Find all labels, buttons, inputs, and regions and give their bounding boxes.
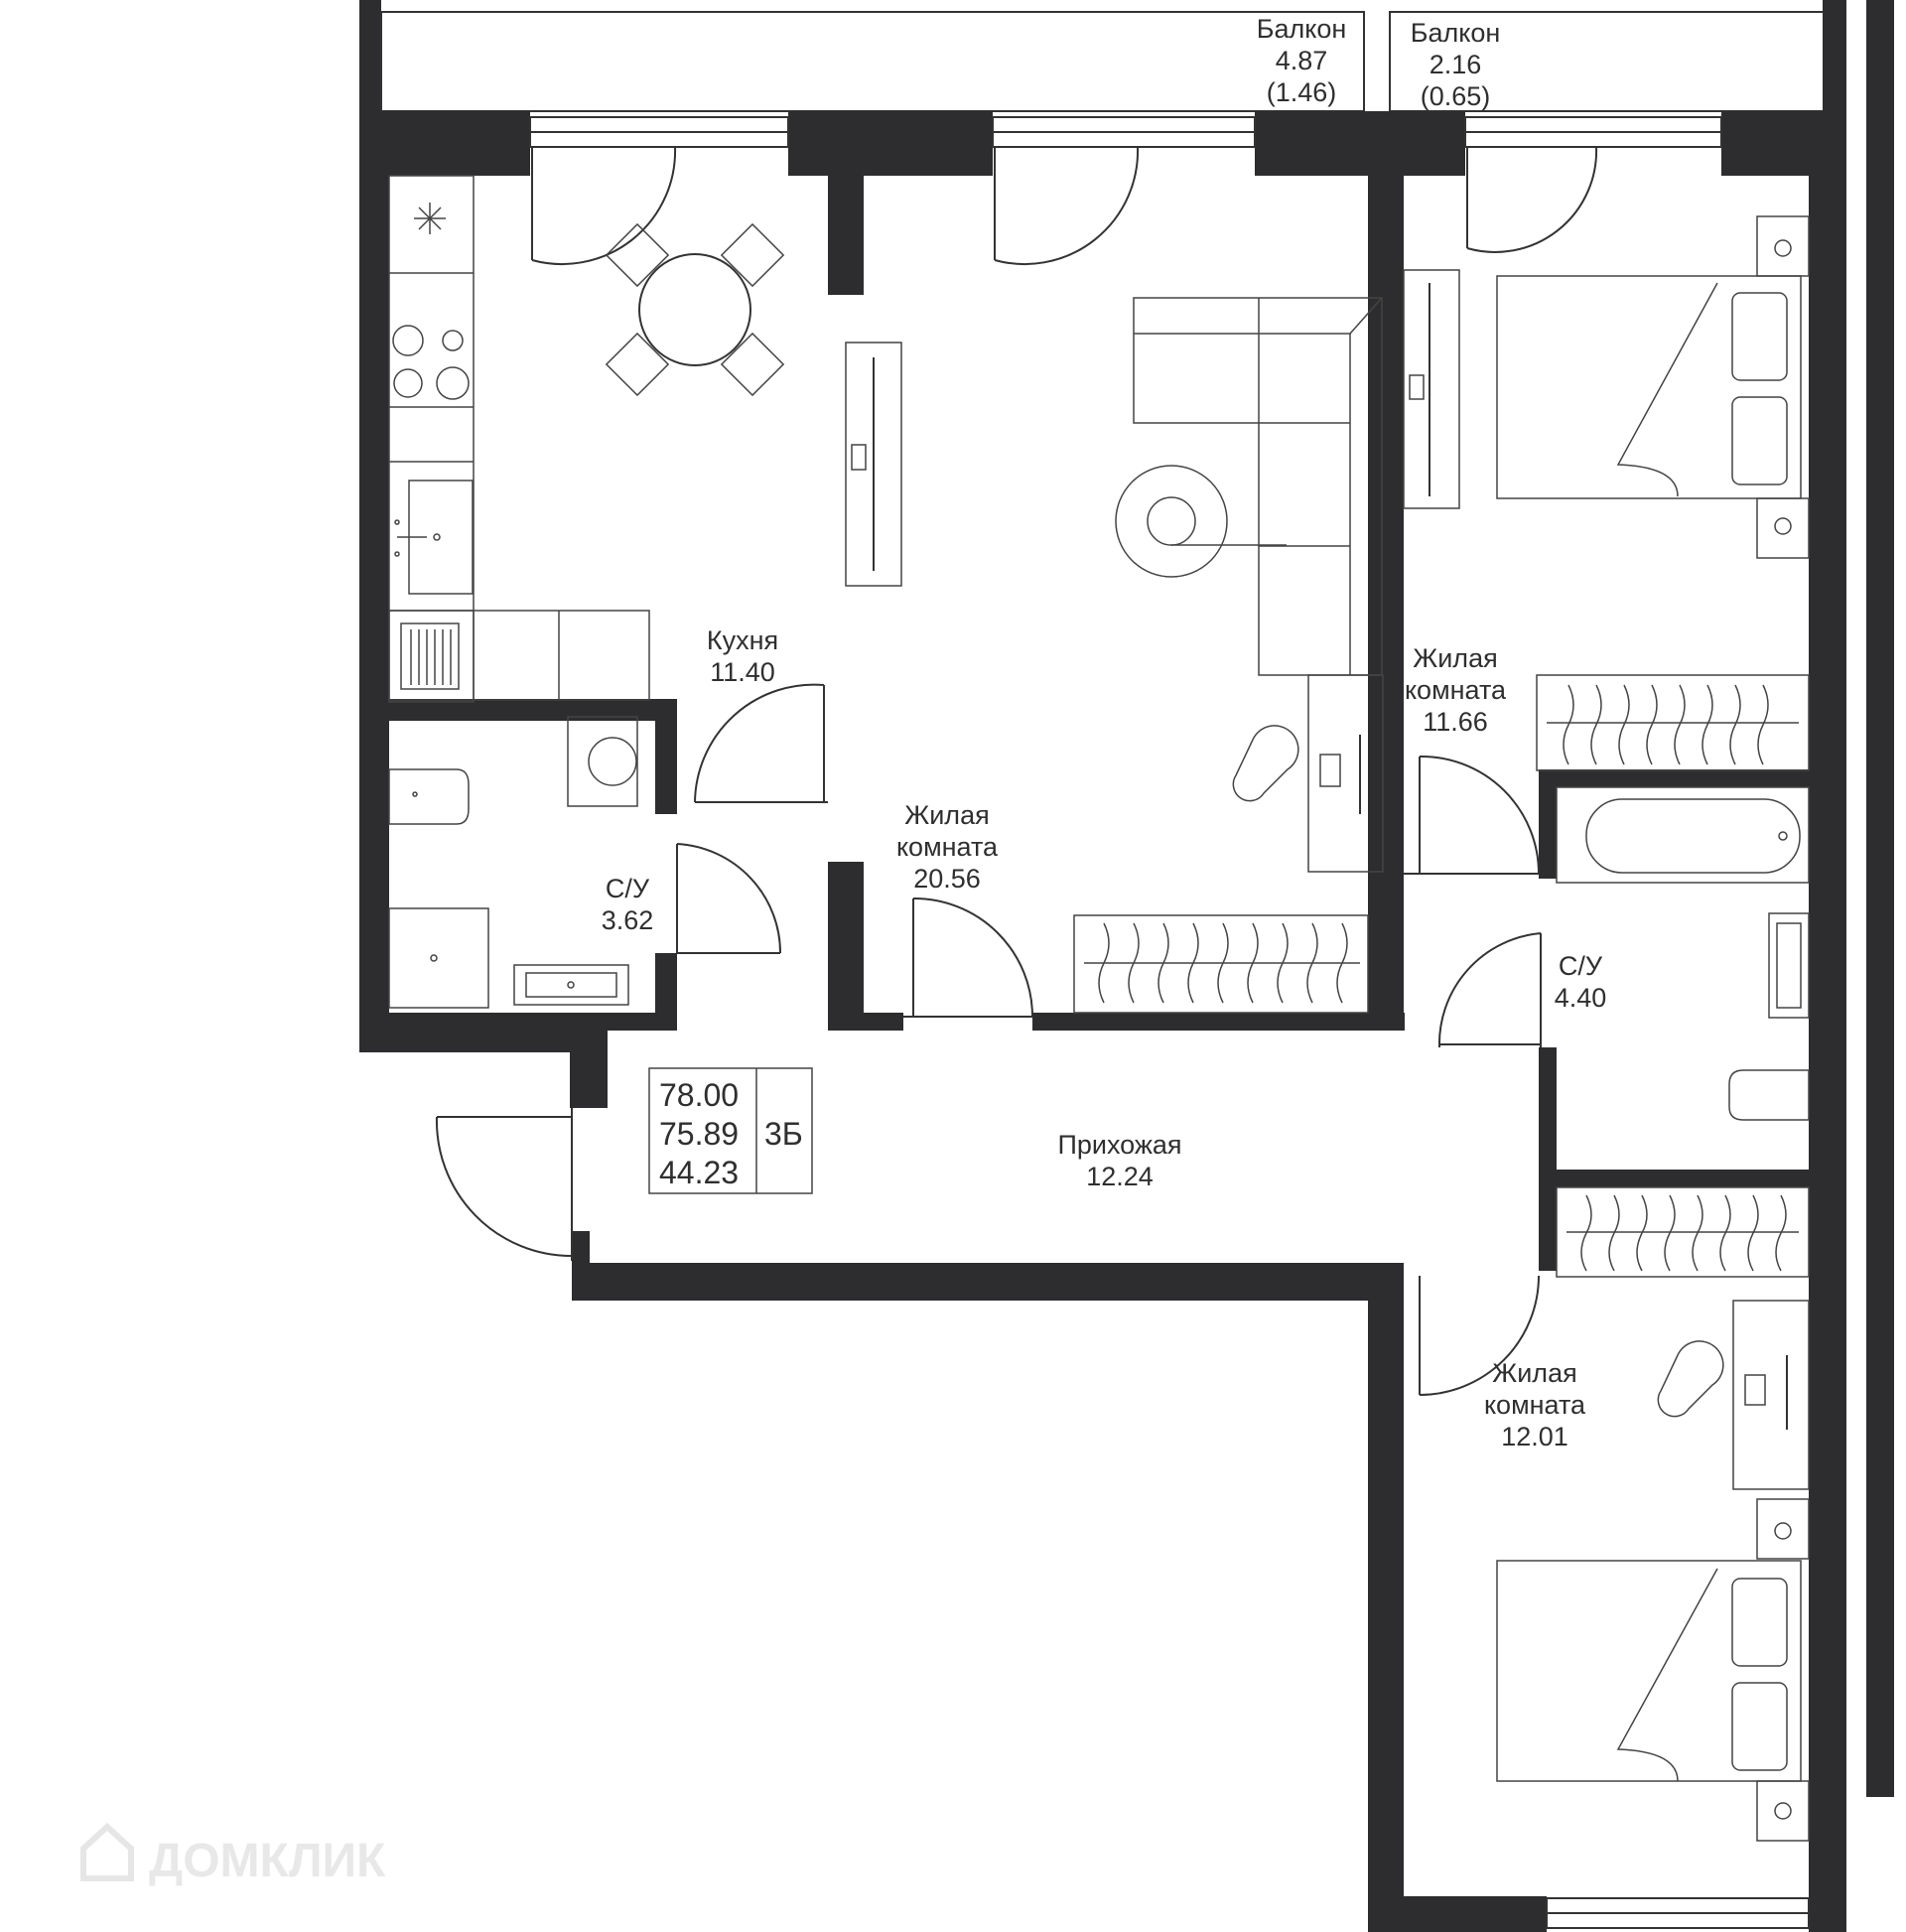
bathtub-icon: [1556, 786, 1810, 884]
sink-icon: [513, 964, 629, 1006]
bedroom-bottom-area: 12.01: [1501, 1422, 1568, 1451]
windows: [529, 116, 1810, 1929]
wardrobe-icon: [1556, 1186, 1810, 1278]
living-main-name-2: комната: [896, 832, 999, 862]
area-without-balconies: 75.89: [659, 1116, 739, 1152]
balcony-right: [1389, 0, 1846, 117]
bed-icon: [1496, 1498, 1810, 1842]
coffee-table-icon: [1115, 465, 1287, 578]
living-area: 44.23: [659, 1155, 739, 1190]
hallway-name: Прихожая: [1057, 1130, 1181, 1160]
kitchen-name: Кухня: [707, 625, 778, 655]
dishwasher-icon: [400, 622, 460, 690]
living-main-area: 20.56: [913, 864, 981, 894]
watermark-text: ДОМКЛИК: [149, 1835, 386, 1887]
dining-table-icon: [605, 222, 785, 397]
bath-right-area: 4.40: [1555, 983, 1607, 1013]
bed-icon: [1496, 215, 1810, 559]
bedroom-top-name-1: Жилая: [1413, 643, 1497, 673]
sofa-icon: [1133, 297, 1383, 676]
bath-right-fixtures: [1556, 786, 1810, 1121]
bedroom-bottom-furniture: [1496, 1186, 1810, 1842]
bath-left-name: С/У: [606, 874, 650, 903]
bath-right-name: С/У: [1559, 951, 1603, 981]
living-furniture: [845, 297, 1384, 1014]
hallway-area: 12.24: [1086, 1162, 1154, 1191]
watermark-logo: ДОМКЛИК: [80, 1822, 386, 1887]
bedroom-bottom-name-2: комната: [1484, 1390, 1586, 1420]
wardrobe-icon: [1536, 674, 1810, 771]
kitchen-area: 11.40: [710, 657, 775, 687]
stove-icon: [392, 325, 470, 400]
doors: [435, 146, 1598, 1396]
balcony-2-name: Балкон: [1411, 18, 1501, 48]
room-labels: Балкон 4.87 (1.46) Балкон 2.16 (0.65) Ку…: [602, 14, 1607, 1451]
sink-icon: [1768, 912, 1810, 1019]
bath-left-fixtures: [388, 716, 638, 1009]
total-area: 78.00: [659, 1077, 739, 1113]
toilet-icon: [1728, 1069, 1810, 1121]
shower-icon: [388, 907, 489, 1009]
bedroom-top-furniture: [1403, 215, 1810, 771]
bedroom-bottom-name-1: Жилая: [1492, 1358, 1576, 1388]
apartment-type: 3Б: [764, 1116, 803, 1152]
wardrobe-icon: [1073, 914, 1369, 1014]
toilet-icon: [388, 768, 470, 825]
kitchen-furniture: [388, 175, 785, 703]
living-main-name-1: Жилая: [904, 800, 989, 830]
bedroom-top-name-2: комната: [1405, 675, 1507, 705]
balcony-1-reduced: (1.46): [1267, 77, 1337, 107]
bath-left-area: 3.62: [602, 905, 654, 935]
area-summary: 78.00 75.89 44.23 3Б: [648, 1067, 813, 1194]
walls: [359, 0, 1894, 1932]
house-icon: [80, 1822, 134, 1881]
desk-icon: [1657, 1300, 1810, 1490]
bedroom-top-area: 11.66: [1423, 707, 1488, 737]
balcony-left: [359, 0, 1365, 117]
balcony-1-name: Балкон: [1257, 14, 1347, 44]
balcony-2-reduced: (0.65): [1421, 81, 1491, 111]
sink-icon: [394, 480, 474, 595]
balcony-1-area: 4.87: [1276, 46, 1328, 75]
fridge-icon: [414, 203, 446, 234]
desk-icon: [1232, 674, 1384, 873]
balcony-2-area: 2.16: [1430, 50, 1482, 79]
